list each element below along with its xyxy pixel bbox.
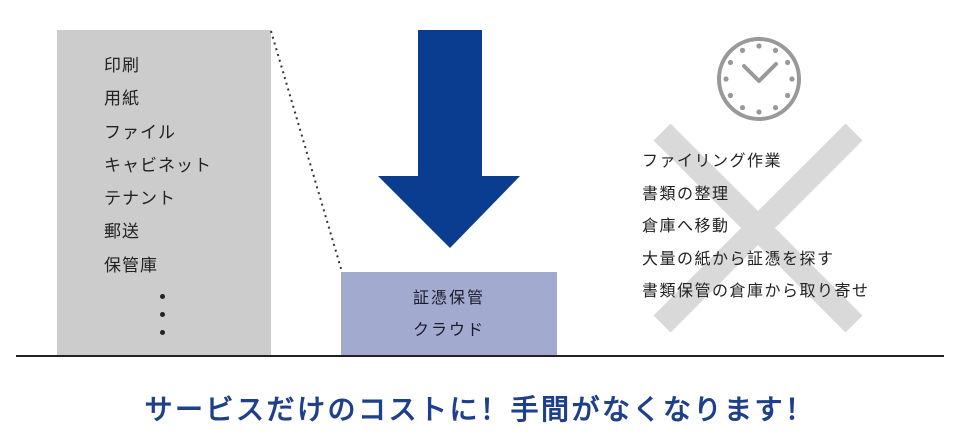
- cost-item: 用紙: [104, 89, 140, 110]
- cross-icon: [653, 123, 863, 333]
- task-item: 倉庫へ移動: [642, 216, 730, 235]
- cloud-box-line2: クラウド: [412, 320, 485, 339]
- down-arrow-icon: [378, 30, 520, 248]
- cost-item: 保管庫: [104, 255, 158, 276]
- task-item: ファイリング作業: [642, 151, 783, 170]
- cloud-storage-box: 証憑保管 クラウド: [341, 272, 557, 356]
- cost-item: 印刷: [104, 56, 140, 76]
- task-item: 大量の紙から証憑を探す: [642, 248, 835, 268]
- dot: [160, 312, 165, 317]
- task-item: 書類保管の倉庫から取り寄せ: [642, 281, 870, 300]
- dot: [160, 294, 165, 299]
- clock-icon: [717, 37, 801, 121]
- cost-item: ファイル: [104, 122, 176, 143]
- slogan-text: サービスだけのコストに！手間がなくなります！: [144, 393, 816, 426]
- cloud-box-line1: 証憑保管: [412, 288, 485, 307]
- eliminated-task-list: ファイリング作業 書類の整理 倉庫へ移動 大量の紙から証憑を探す 書類保管の倉庫…: [642, 145, 870, 308]
- traditional-cost-list: 印刷 用紙 ファイル キャビネット テナント 郵送 保管庫: [104, 50, 212, 283]
- cost-item: キャビネット: [104, 155, 212, 176]
- traditional-cost-panel: [57, 30, 271, 356]
- continuation-dots: [160, 294, 168, 348]
- baseline-divider: [16, 355, 944, 357]
- dotted-connector-line: [270, 30, 343, 273]
- dot: [160, 330, 165, 335]
- cost-item: 郵送: [104, 222, 140, 243]
- task-item: 書類の整理: [642, 183, 730, 203]
- cost-item: テナント: [104, 189, 176, 210]
